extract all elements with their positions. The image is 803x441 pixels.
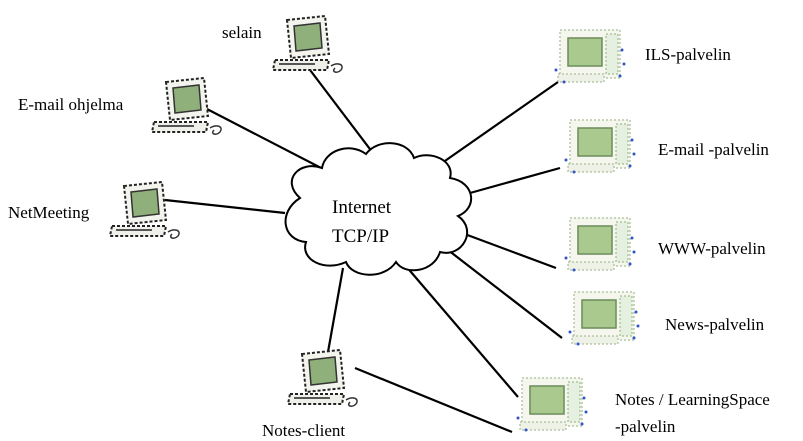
link-news xyxy=(447,249,563,339)
client-label-notes: Notes-client xyxy=(262,421,345,440)
internet-cloud: Internet TCP/IP xyxy=(284,142,473,276)
server-icon xyxy=(553,29,627,85)
cloud-label-internet: Internet xyxy=(332,197,392,218)
link-ils xyxy=(441,81,559,164)
link-netmeeting xyxy=(164,198,286,215)
computer-icon xyxy=(109,181,181,240)
computer-icon xyxy=(272,15,344,74)
link-www xyxy=(461,231,557,270)
link-selain xyxy=(306,65,383,166)
link-notes-client-cloud xyxy=(326,267,345,353)
client-selain: selain xyxy=(222,15,344,74)
server-label-ils: ILS-palvelin xyxy=(645,45,731,64)
server-label-email: E-mail -palvelin xyxy=(658,140,769,159)
server-email: E-mail -palvelin xyxy=(563,119,769,175)
client-label-email: E-mail ohjelma xyxy=(18,95,124,114)
server-label-notes-line1: Notes / LearningSpace xyxy=(615,390,770,409)
server-news: News-palvelin xyxy=(567,291,765,347)
server-icon xyxy=(515,377,589,433)
server-ils: ILS-palvelin xyxy=(553,29,731,85)
computer-icon xyxy=(151,77,223,136)
computer-icon xyxy=(287,349,359,408)
server-www: WWW-palvelin xyxy=(563,217,766,273)
link-email-server xyxy=(469,166,561,195)
server-label-www: WWW-palvelin xyxy=(658,239,766,258)
cloud-label-protocol: TCP/IP xyxy=(332,226,389,247)
client-notes: Notes-client xyxy=(262,349,359,440)
client-netmeeting: NetMeeting xyxy=(8,181,181,240)
server-icon xyxy=(563,119,637,175)
client-label-selain: selain xyxy=(222,23,262,42)
server-icon xyxy=(563,217,637,273)
server-notes: Notes / LearningSpace -palvelin xyxy=(515,377,770,436)
link-notes-client xyxy=(354,366,513,434)
connections xyxy=(164,65,563,434)
client-label-netmeeting: NetMeeting xyxy=(8,203,90,222)
client-email: E-mail ohjelma xyxy=(18,77,223,136)
link-email-client xyxy=(204,107,326,171)
server-label-news: News-palvelin xyxy=(665,315,765,334)
server-label-notes-line2: -palvelin xyxy=(615,417,676,436)
server-icon xyxy=(567,291,641,347)
link-notes-server xyxy=(404,264,519,398)
